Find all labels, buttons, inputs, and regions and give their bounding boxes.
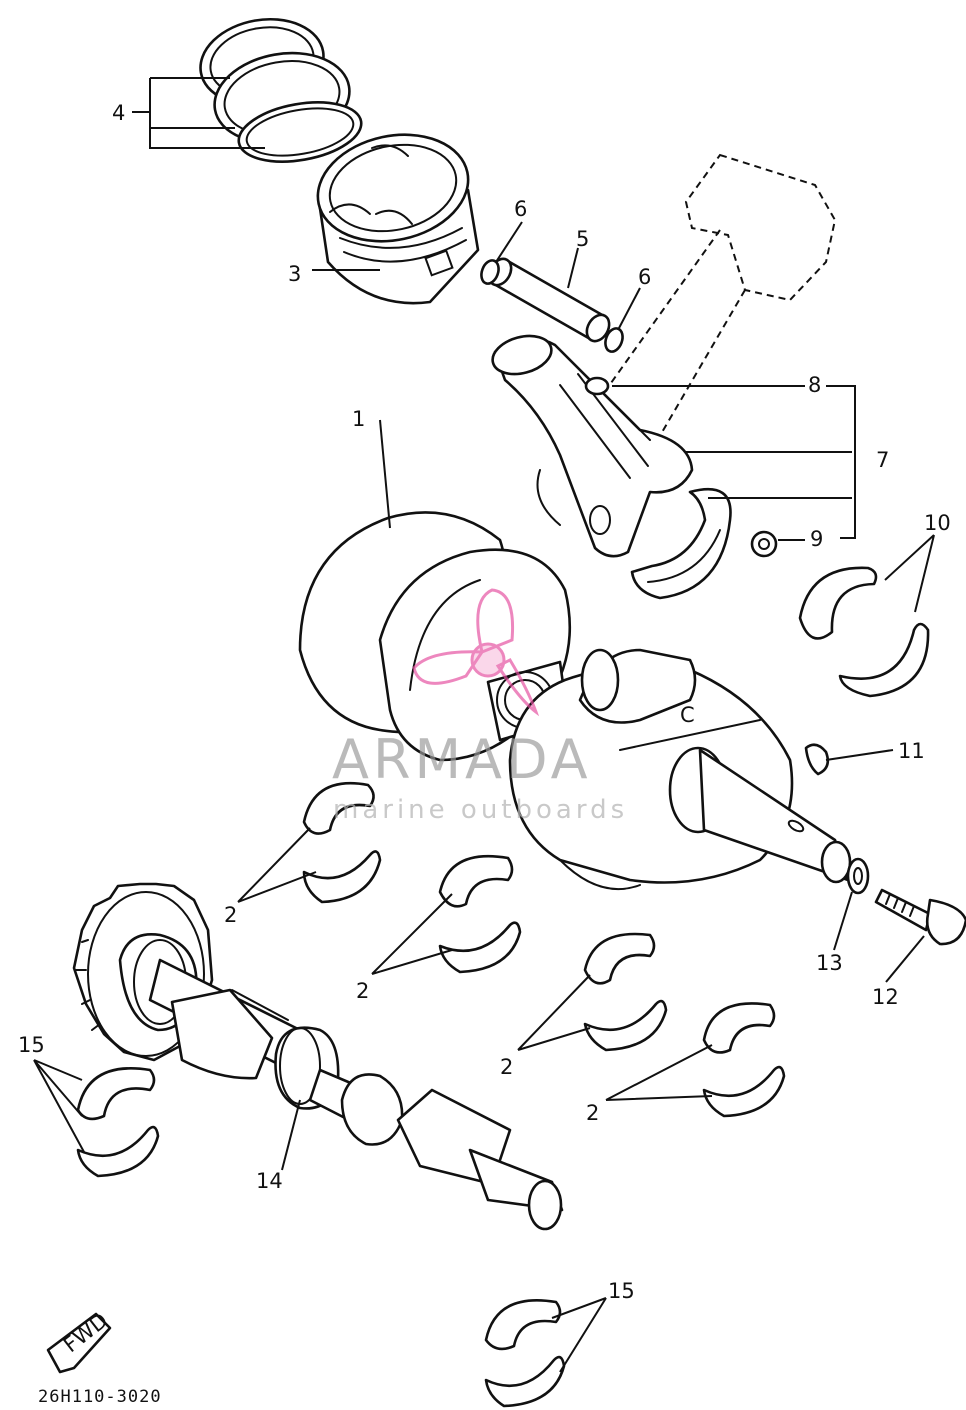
label-2b: 2 xyxy=(356,979,369,1003)
label-12: 12 xyxy=(872,985,899,1009)
label-2c: 2 xyxy=(500,1055,513,1079)
bearings-15-left xyxy=(76,1067,160,1178)
label-15a: 15 xyxy=(18,1033,45,1057)
woodruff-key xyxy=(804,743,830,776)
label-14: 14 xyxy=(256,1169,283,1193)
connecting-rod xyxy=(491,334,694,558)
label-3: 3 xyxy=(288,262,301,286)
crank-bolt xyxy=(874,888,966,946)
propeller-logo-icon xyxy=(412,588,540,717)
piston xyxy=(316,133,480,305)
main-bearings-2a xyxy=(302,781,382,904)
piston-pin xyxy=(487,257,611,343)
label-13: 13 xyxy=(816,951,843,975)
label-9: 9 xyxy=(810,527,823,551)
label-8: 8 xyxy=(808,373,821,397)
balancer-shaft xyxy=(72,882,564,1231)
leader-lines xyxy=(33,77,935,1373)
crankshaft xyxy=(298,511,852,891)
bearing-set-10 xyxy=(798,566,930,698)
main-bearings-2b xyxy=(438,854,522,974)
crank-web-mark: C xyxy=(680,703,695,727)
label-5: 5 xyxy=(576,227,589,251)
label-1: 1 xyxy=(352,407,365,431)
label-6b: 6 xyxy=(638,265,651,289)
main-bearings-2d xyxy=(702,1002,786,1118)
label-4: 4 xyxy=(112,101,125,125)
crankcase-ghost-outline xyxy=(605,153,837,471)
label-2a: 2 xyxy=(224,903,237,927)
label-7: 7 xyxy=(876,448,889,472)
piston-rings xyxy=(199,17,363,163)
bearings-15-bottom xyxy=(484,1299,566,1408)
label-6a: 6 xyxy=(514,197,527,221)
diagram-code: 26H110-3020 xyxy=(38,1387,162,1407)
label-10: 10 xyxy=(924,511,951,535)
watermark-tagline: marine outboards xyxy=(333,795,628,825)
label-15b: 15 xyxy=(608,1279,635,1303)
callout-labels: 1 2 2 2 2 3 4 5 6 6 7 8 9 10 11 12 13 14… xyxy=(18,101,951,1303)
label-2d: 2 xyxy=(586,1101,599,1125)
label-11: 11 xyxy=(898,739,925,763)
watermark: ARMADA marine outboards xyxy=(332,588,628,825)
main-bearings-2c xyxy=(583,932,668,1052)
watermark-brand: ARMADA xyxy=(332,728,592,791)
forward-arrow-icon: FWD xyxy=(46,1308,112,1374)
rod-cap-bearing xyxy=(630,487,732,600)
rod-nut xyxy=(750,530,778,558)
washer xyxy=(846,857,870,895)
